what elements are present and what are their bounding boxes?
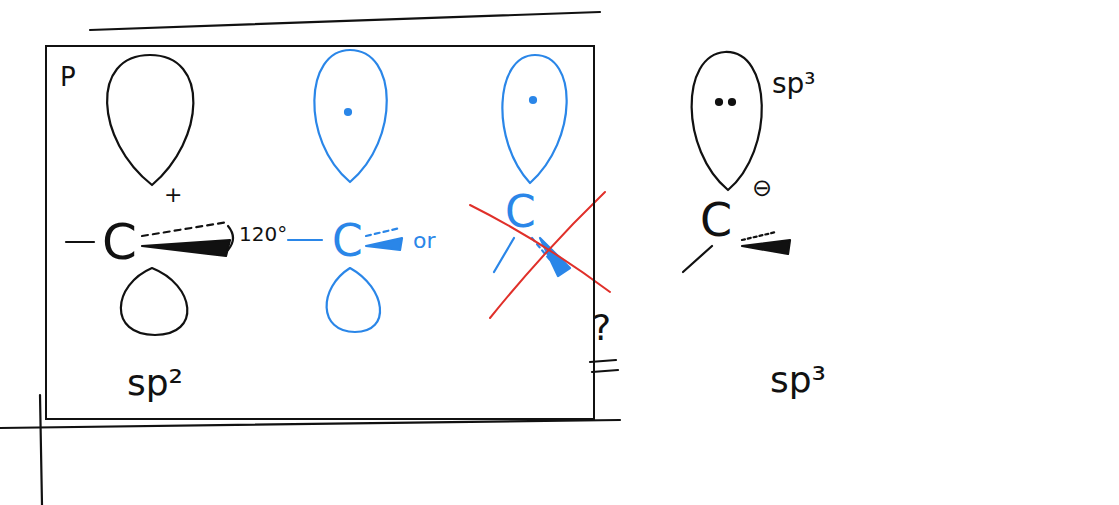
hybridization-label: sp³	[770, 362, 826, 398]
p-orbital-lobe	[121, 268, 187, 335]
charge-sign: +	[164, 184, 182, 206]
hybridization-label: sp²	[127, 365, 183, 401]
bond-line	[288, 239, 322, 241]
lone-pair-dot	[716, 99, 722, 105]
rule-line	[40, 395, 42, 505]
bond-angle: 120°	[239, 224, 287, 244]
p-orbital-lobe	[327, 268, 380, 332]
hashed-bond	[366, 228, 400, 236]
p-orbital-lobe	[314, 50, 386, 182]
question-mark: ?	[592, 310, 611, 346]
sp3-orbital-lobe	[502, 55, 566, 183]
underline	[592, 370, 618, 372]
atom-symbol: C	[332, 219, 363, 263]
atom-symbol: C	[700, 197, 732, 243]
sp3-orbital-lobe	[692, 52, 762, 190]
hashed-bond	[142, 222, 228, 236]
angle-arc	[228, 226, 233, 250]
radical-electron	[530, 97, 536, 103]
atom-symbol: C	[505, 190, 536, 234]
hybridization-label: sp³	[772, 70, 816, 98]
rule-line	[90, 12, 600, 30]
atom-symbol: C	[102, 217, 137, 267]
wedge-bond	[742, 240, 790, 254]
bond-line	[66, 241, 94, 243]
orbital-label: P	[60, 64, 76, 90]
charge-sign: ⊖	[752, 176, 772, 200]
bond-line	[494, 238, 514, 272]
rule-line	[0, 420, 620, 428]
radical-electron	[345, 109, 351, 115]
wedge-bond	[142, 240, 230, 256]
bond-line	[683, 246, 712, 272]
wedge-bond	[366, 238, 402, 250]
connector-word: or	[413, 230, 436, 252]
p-orbital-lobe	[107, 55, 193, 185]
hashed-bond	[742, 232, 776, 240]
cross-out-stroke	[470, 205, 610, 292]
lone-pair-dot	[729, 99, 735, 105]
